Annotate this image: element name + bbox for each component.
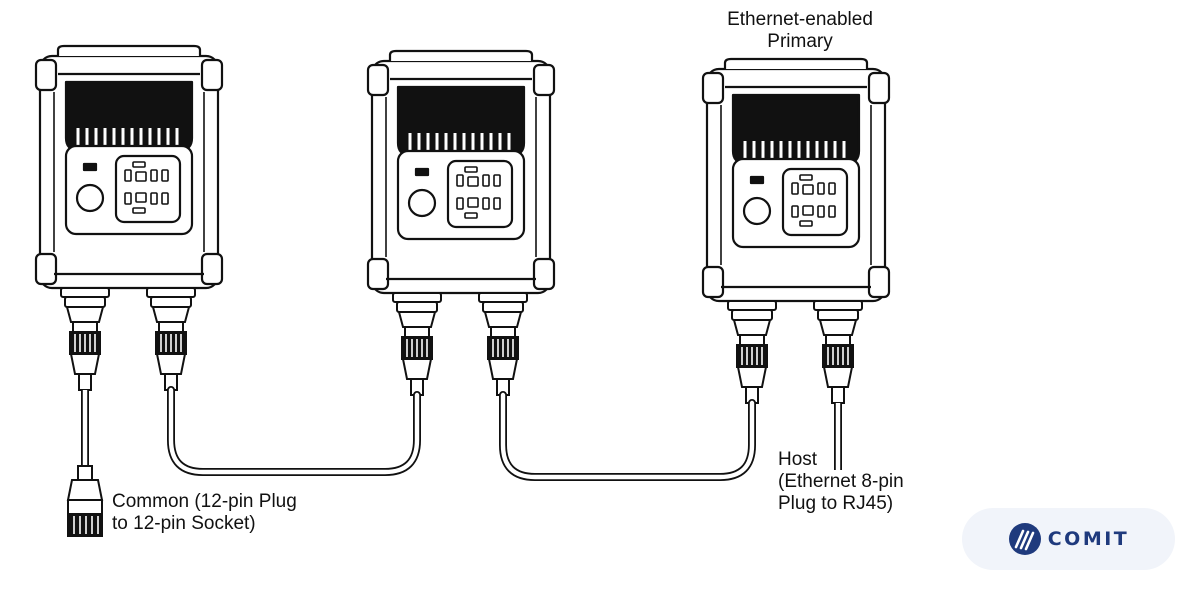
connector-left-b	[146, 287, 196, 391]
device-primary	[701, 57, 891, 303]
brand-name: COMIT	[1047, 528, 1130, 550]
connector-mid-b	[478, 292, 528, 396]
comit-logo-icon	[1008, 523, 1041, 555]
host-label-line-2: (Ethernet 8-pin	[778, 471, 904, 492]
device-middle	[366, 49, 556, 295]
device-left	[34, 44, 224, 290]
common-cable-2	[499, 391, 756, 481]
common-label-line-2: to 12-pin Socket)	[112, 513, 256, 534]
common-cable-1	[167, 386, 421, 476]
common-cable-label: Common (12-pin Plug to 12-pin Socket)	[112, 491, 297, 535]
connector-left-a	[60, 287, 110, 391]
primary-device-label: Ethernet-enabled Primary	[680, 9, 920, 53]
connector-primary-a	[727, 300, 777, 404]
common-label-line-1: Common (12-pin Plug	[112, 491, 297, 512]
brand-badge: COMIT	[962, 508, 1175, 570]
primary-label-line-2: Primary	[767, 31, 833, 52]
host-label-line-1: Host	[778, 449, 818, 470]
primary-label-line-1: Ethernet-enabled	[727, 9, 873, 30]
connector-primary-b	[813, 300, 863, 404]
host-cable-label: Host (Ethernet 8-pin Plug to RJ45)	[778, 449, 904, 515]
host-label-line-3: Plug to RJ45)	[778, 493, 894, 514]
common-cable-end	[66, 390, 104, 537]
connector-mid-a	[392, 292, 442, 396]
